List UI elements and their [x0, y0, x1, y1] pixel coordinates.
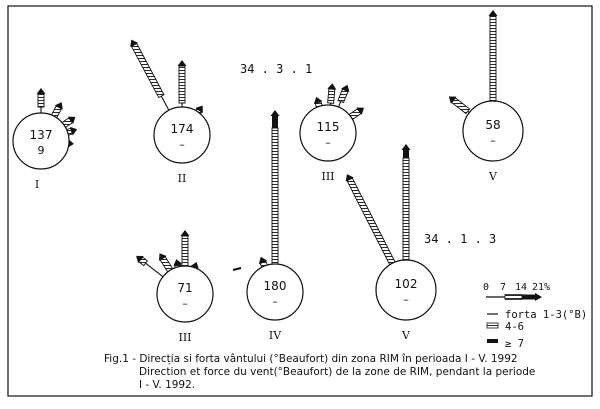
rose-2-ray-0-arrowhead [313, 96, 323, 104]
rose-5-ray-2-arrowhead [270, 110, 280, 116]
rose-0-calm: 9 [38, 144, 45, 157]
rose-3-circle [462, 100, 524, 162]
rose-4-ray-0-hatched [138, 256, 149, 267]
rose-6-number: 102 [395, 277, 418, 291]
rose-0-ray-0-hatched [37, 93, 45, 108]
rose-2-ray-2-hatched [337, 88, 349, 104]
rose-3-calm: – [490, 134, 496, 147]
rose-1-ray-2-arrowhead [195, 105, 203, 114]
rose-2-circle [299, 104, 357, 162]
legend-tick-0: 0 [483, 282, 489, 293]
rose-1-month: II [178, 172, 187, 185]
caption-line-2: Direction et force du vent(°Beaufort) de… [139, 366, 535, 378]
legend-scale-solid [522, 294, 535, 300]
rose-1-circle [153, 106, 211, 164]
rose-4-month: III [178, 331, 191, 344]
legend-solid-symbol [487, 339, 498, 343]
rose-4-ray-3-arrowhead [180, 230, 190, 236]
rose-5-calm: – [272, 295, 278, 308]
rose-1-ray-0-hatched [130, 42, 165, 99]
legend-line-label: forta 1-3(°B) [505, 309, 587, 321]
rose-4-ray-2-arrowhead [173, 259, 183, 266]
caption-line-3: I - V. 1992. [139, 379, 195, 391]
rose-5-ray-2-solid [272, 116, 278, 128]
rose-5-circle [246, 263, 304, 321]
figure-border [7, 5, 593, 397]
rose-2-month: III [321, 170, 334, 183]
rose-6-month: V [401, 329, 411, 342]
rose-1-number: 174 [171, 122, 194, 136]
rose-6-ray-1-arrowhead [401, 144, 411, 150]
rose-2-calm: – [325, 136, 331, 149]
rose-5-number: 180 [264, 279, 287, 293]
rose-0-ray-2-arrowhead [67, 116, 76, 125]
stray-arrow-mark [232, 267, 242, 271]
legend-tick-7: 7 [500, 282, 506, 293]
rose-1-ray-0-arrowhead [130, 39, 139, 48]
rose-4-calm: – [182, 297, 188, 310]
rose-0-circle [12, 112, 70, 170]
rose-4-ray-1-arrowhead [158, 253, 167, 261]
rose-3-ray-0-arrowhead [448, 96, 457, 104]
legend-tick-21: 21% [532, 282, 550, 293]
rose-5-ray-2-hatched [271, 127, 279, 287]
rose-1-ray-1-arrowhead [177, 60, 187, 66]
rose-0-ray-0-arrowhead [36, 88, 46, 94]
rose-1-calm: – [179, 138, 185, 151]
legend-scale-hatched [504, 294, 523, 300]
rose-5-ray-0-arrowhead [258, 256, 268, 265]
rose-2-ray-1-hatched [327, 88, 336, 104]
rose-2-ray-2-arrowhead [341, 84, 350, 93]
rose-4-ray-4-arrowhead [190, 262, 199, 270]
rose-0-month: I [35, 178, 39, 191]
rose-6-ray-1-hatched [402, 157, 410, 269]
rose-4-ray-0-arrowhead [136, 255, 144, 264]
rose-6-calm: – [403, 293, 409, 306]
legend-hatched-label: 4-6 [505, 321, 524, 333]
rose-6-circle [375, 259, 437, 321]
caption-line-1: Fig.1 - Direcția si forta vântului (°Bea… [104, 353, 518, 365]
legend: 0 7 14 21% forta 1-3(°B) 4-6 ≥ 7 [483, 282, 587, 350]
group-label-bottom: 34 . 1 . 3 [424, 232, 496, 246]
legend-scale-arrowhead [535, 293, 542, 301]
rose-2-ray-1-arrowhead [327, 83, 337, 90]
rose-3-ray-1-hatched [489, 15, 497, 102]
rose-2-number: 115 [317, 120, 340, 134]
rose-0-number: 137 [30, 128, 53, 142]
legend-hatched-symbol [486, 322, 499, 329]
group-label-top: 34 . 3 . 1 [240, 62, 312, 76]
wind-roses: 137 9I 174 – II 115 – III 58 – V 71 – III 180 – IV 102 – V [12, 10, 524, 344]
rose-3-ray-0-hatched [451, 97, 471, 115]
rose-6-ray-0-arrowhead [345, 174, 354, 182]
rose-6-ray-0-hatched [346, 177, 399, 271]
rose-1-ray-1-hatched [178, 65, 186, 104]
rose-6-ray-1-solid [403, 150, 409, 158]
rose-0-ray-1-arrowhead [54, 102, 63, 110]
legend-solid-label: ≥ 7 [505, 338, 524, 350]
rose-4-circle [156, 265, 214, 323]
rose-3-number: 58 [485, 118, 500, 132]
rose-5-month: IV [269, 329, 282, 342]
rose-3-month: V [488, 170, 498, 183]
legend-tick-14: 14 [515, 282, 527, 293]
rose-2-ray-3-arrowhead [356, 107, 365, 115]
rose-4-number: 71 [177, 281, 192, 295]
rose-0-ray-3-arrowhead [70, 126, 78, 136]
rose-3-ray-1-arrowhead [488, 10, 498, 16]
